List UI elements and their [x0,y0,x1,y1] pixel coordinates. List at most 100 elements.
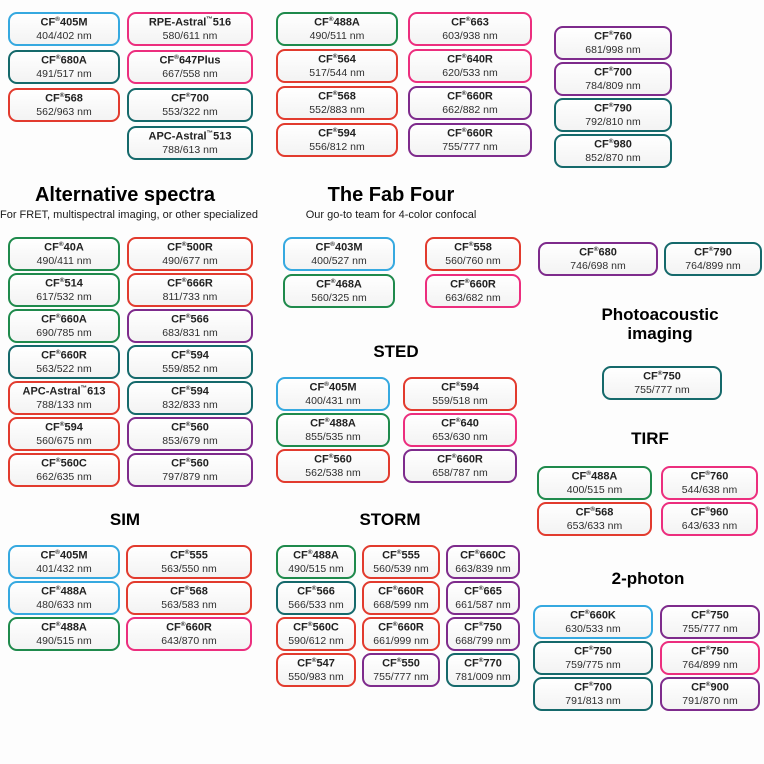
dye-name: CF®680A [41,53,87,67]
dye-name: CF®568 [575,505,614,519]
dye-name: CF®660R [447,126,493,140]
dye-name: CF®660R [378,620,424,634]
dye-name: CF®660K [570,608,616,622]
dye-wavelengths: 663/839 nm [455,562,511,575]
dye-name: CF®405M [40,15,88,29]
dye-wavelengths: 563/550 nm [161,562,217,575]
dye-wavelengths: 755/777 nm [373,670,429,683]
dye-name: CF®500R [167,240,213,254]
dye-name: CF®568 [318,89,356,103]
dye-wavelengths: 491/517 nm [36,67,92,80]
dye-wavelengths: 852/870 nm [585,151,641,164]
dye-wavelengths: 784/809 nm [585,79,641,92]
dye-wavelengths: 559/852 nm [162,362,218,375]
dye-wavelengths: 788/133 nm [36,398,92,411]
dye-name: CF®750 [691,644,729,658]
section-subtitle-alternative-spectra: For FRET, multispectral imaging, or othe… [0,209,258,221]
dye-name: CF®960 [690,505,729,519]
dye-name: CF®640R [447,52,493,66]
dye-wavelengths: 490/677 nm [162,254,218,267]
dye-wavelengths: 668/799 nm [455,634,511,647]
dye-name: CF®666R [167,276,213,290]
dye-name: CF®488A [293,548,339,562]
dye-name: CF®660C [460,548,506,562]
dye-name: CF®564 [318,52,356,66]
dye-wavelengths: 563/522 nm [36,362,92,375]
dye-wavelengths: 853/679 nm [162,434,218,447]
dye-name: CF®560 [314,452,352,466]
dye-name: CF®647Plus [159,53,221,67]
dye-wavelengths: 400/527 nm [311,254,367,267]
dye-wavelengths: 746/698 nm [570,259,626,272]
dye-name: CF®468A [316,277,362,291]
dye-wavelengths: 764/899 nm [685,259,741,272]
dye-name: CF®488A [314,15,360,29]
dye-name: CF®660A [41,312,87,326]
section-title-2-photon: 2-photon [611,569,685,588]
dye-wavelengths: 759/775 nm [565,658,621,671]
dye-wavelengths: 550/983 nm [288,670,344,683]
dye-wavelengths: 832/833 nm [162,398,218,411]
dye-name: CF®640 [441,416,479,430]
dye-wavelengths: 781/009 nm [455,670,511,683]
dye-name: CF®660R [378,584,424,598]
dye-wavelengths: 544/638 nm [681,483,738,496]
section-title-photoacoustic: Photoacoustic imaging [601,305,719,343]
dye-wavelengths: 490/511 nm [309,29,365,42]
dye-name: CF®555 [170,548,208,562]
dye-name: CF®980 [594,137,632,151]
dye-wavelengths: 658/787 nm [432,466,488,479]
dye-wavelengths: 667/558 nm [162,67,218,80]
dye-wavelengths: 553/322 nm [162,105,218,118]
dye-wavelengths: 855/535 nm [305,430,361,443]
section-header-storm: STORM [270,510,510,530]
dye-name: CF®790 [694,245,732,259]
dye-name: CF®488A [41,620,87,634]
dye-wavelengths: 620/533 nm [442,66,498,79]
dye-name: CF®566 [171,312,209,326]
dye-name: CF®750 [691,608,729,622]
dye-wavelengths: 480/633 nm [36,598,92,611]
dye-wavelengths: 562/538 nm [305,466,361,479]
dye-wavelengths: 668/599 nm [373,598,429,611]
section-header-sim: SIM [0,510,250,530]
dye-name: APC-Astral™513 [148,129,232,143]
dye-name: CF®760 [690,469,729,483]
dye-wavelengths: 690/785 nm [36,326,92,339]
section-title-alternative-spectra: Alternative spectra [34,184,216,206]
